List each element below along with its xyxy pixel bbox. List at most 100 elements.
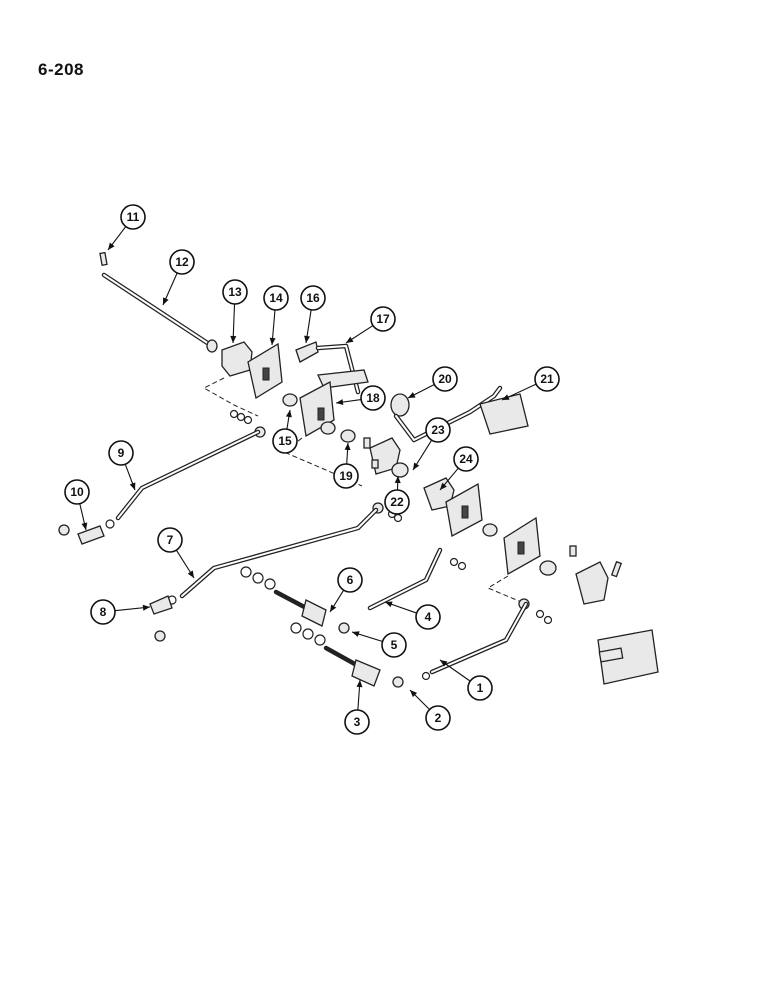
linkage-rod-4	[367, 547, 467, 611]
callout-arrowhead	[440, 660, 448, 667]
callout-number: 10	[70, 485, 84, 499]
callout-circle	[157, 527, 183, 553]
callout-number: 22	[390, 495, 404, 509]
callout-arrowhead	[108, 242, 115, 250]
callout-circle	[333, 463, 359, 489]
callout-arrowhead	[230, 335, 237, 343]
callout-number: 15	[278, 434, 292, 448]
callout-12: 12	[162, 249, 195, 306]
callout-arrowhead	[502, 394, 510, 400]
callout-number: 3	[354, 715, 361, 729]
callout-10: 10	[64, 479, 90, 531]
callout-circle	[120, 204, 146, 230]
callout-21: 21	[501, 366, 560, 401]
callout-number: 20	[438, 372, 452, 386]
callout-number: 13	[228, 285, 242, 299]
callout-number: 17	[376, 312, 390, 326]
callout-7: 7	[157, 527, 195, 579]
callout-24: 24	[439, 446, 479, 491]
callout-23: 23	[412, 417, 451, 471]
callout-18: 18	[335, 385, 386, 411]
callout-arrowhead	[344, 443, 351, 451]
callout-8: 8	[90, 599, 151, 625]
callout-2: 2	[409, 689, 451, 731]
linkage-rod-7	[149, 507, 379, 642]
callout-number: 5	[391, 638, 398, 652]
callout-number: 1	[477, 681, 484, 695]
linkage-rod-9	[58, 429, 261, 545]
callout-circle	[263, 285, 289, 311]
callout-circle	[425, 705, 451, 731]
callout-arrowhead	[129, 482, 136, 490]
callout-arrowhead	[356, 680, 363, 688]
callout-arrowhead	[440, 482, 447, 490]
callout-6: 6	[329, 567, 363, 613]
callout-number: 23	[431, 423, 445, 437]
callout-number: 24	[459, 452, 473, 466]
callout-circle	[300, 285, 326, 311]
shift-lever-left	[295, 341, 369, 395]
callout-circle	[467, 675, 493, 701]
callout-number: 8	[100, 605, 107, 619]
callout-circle	[272, 428, 298, 454]
callout-circle	[90, 599, 116, 625]
callout-number: 7	[167, 533, 174, 547]
callout-circle	[453, 446, 479, 472]
callout-20: 20	[407, 366, 458, 399]
callout-number: 16	[306, 291, 320, 305]
callout-arrowhead	[187, 570, 194, 578]
callout-circle	[169, 249, 195, 275]
callout-14: 14	[263, 285, 289, 346]
callout-arrowhead	[142, 604, 150, 611]
callout-arrowhead	[269, 337, 276, 345]
callout-number: 14	[269, 291, 283, 305]
callout-arrowhead	[346, 336, 354, 343]
main-shaft	[99, 251, 218, 353]
callout-circle	[425, 417, 451, 443]
callout-circle	[337, 567, 363, 593]
callout-17: 17	[345, 306, 396, 344]
callout-number: 19	[339, 469, 353, 483]
callout-number: 4	[425, 610, 432, 624]
callout-arrowhead	[336, 399, 344, 406]
callout-19: 19	[333, 442, 359, 489]
callout-number: 12	[175, 255, 189, 269]
right-bracket-assembly	[423, 477, 659, 685]
callout-arrowhead	[304, 335, 311, 343]
callout-1: 1	[439, 659, 493, 701]
callout-number: 21	[540, 372, 554, 386]
callout-arrowhead	[413, 462, 420, 470]
callout-circle	[222, 279, 248, 305]
callout-arrowhead	[385, 601, 393, 608]
callout-number: 6	[347, 573, 354, 587]
callout-circle	[381, 632, 407, 658]
callout-circle	[432, 366, 458, 392]
callout-arrowhead	[410, 690, 418, 698]
callout-number: 11	[127, 210, 140, 224]
callout-circle	[108, 440, 134, 466]
callout-15: 15	[272, 409, 298, 454]
callout-5: 5	[351, 631, 407, 658]
callout-number: 9	[118, 446, 125, 460]
linkage-rod-1	[429, 601, 529, 675]
callout-9: 9	[108, 440, 136, 491]
callout-number: 2	[435, 711, 442, 725]
callout-arrowhead	[352, 631, 360, 637]
callout-circle	[64, 479, 90, 505]
callout-circle	[370, 306, 396, 332]
shift-lever-right	[390, 385, 529, 443]
callout-arrowhead	[81, 522, 88, 530]
callout-circle	[360, 385, 386, 411]
callout-arrowhead	[394, 476, 401, 484]
callout-4: 4	[384, 601, 441, 630]
callout-arrowhead	[163, 297, 169, 305]
callout-arrowhead	[285, 410, 292, 418]
callout-16: 16	[300, 285, 326, 344]
callout-number: 18	[366, 391, 380, 405]
callout-arrowhead	[330, 604, 337, 612]
callout-circle	[534, 366, 560, 392]
callout-22: 22	[384, 475, 410, 515]
page-number: 6-208	[38, 60, 84, 79]
